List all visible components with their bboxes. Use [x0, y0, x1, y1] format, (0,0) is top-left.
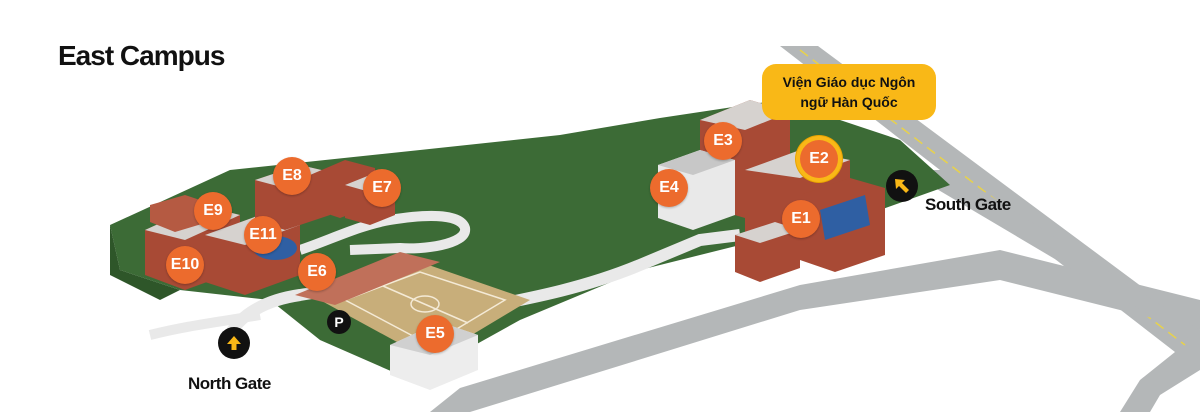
lower-road	[430, 250, 1200, 412]
building-marker-e4[interactable]: E4	[650, 169, 688, 207]
building-marker-e9[interactable]: E9	[194, 192, 232, 230]
field-circle	[410, 295, 440, 313]
field-lines	[343, 271, 507, 346]
north-gate-label: North Gate	[188, 374, 271, 393]
building-marker-e2[interactable]: E2	[800, 140, 838, 178]
building-marker-e10[interactable]: E10	[166, 246, 204, 284]
arrow-up-left-icon	[895, 179, 909, 193]
grass-shade	[110, 225, 180, 300]
callout-line-1: Viện Giáo dục Ngôn	[782, 74, 916, 90]
plaza	[295, 252, 440, 305]
field-midline	[382, 285, 469, 324]
loop-path	[298, 211, 470, 255]
page-title: East Campus	[58, 40, 225, 71]
main-road	[780, 46, 1200, 412]
building-marker-e1[interactable]: E1	[782, 200, 820, 238]
north-gate-marker[interactable]	[218, 327, 250, 359]
south-gate-label: South Gate	[925, 195, 1011, 214]
arrow-up-icon	[227, 336, 241, 350]
building-marker-e3[interactable]: E3	[704, 122, 742, 160]
highlight-callout: Viện Giáo dục Ngôn ngữ Hàn Quốc	[762, 64, 936, 120]
building-marker-e8[interactable]: E8	[273, 157, 311, 195]
callout-line-2: ngữ Hàn Quốc	[800, 94, 898, 110]
building-marker-e5[interactable]: E5	[416, 315, 454, 353]
building-marker-e6[interactable]: E6	[298, 253, 336, 291]
building-marker-e7[interactable]: E7	[363, 169, 401, 207]
parking-marker[interactable]: P	[327, 310, 351, 334]
building-marker-e11[interactable]: E11	[244, 216, 282, 254]
south-gate-marker[interactable]	[886, 170, 918, 202]
entry-path	[148, 310, 261, 340]
